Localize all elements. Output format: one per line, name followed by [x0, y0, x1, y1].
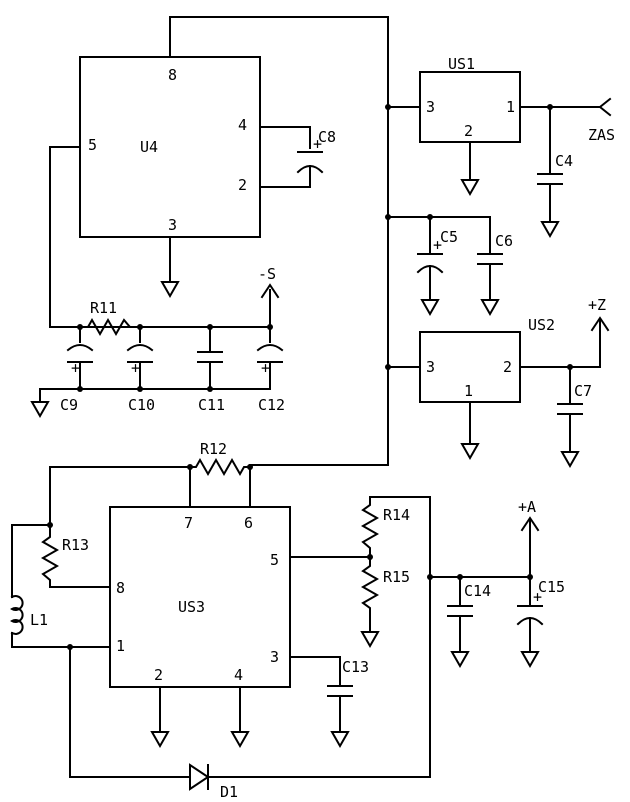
ic-us3-pin-3: 3 [270, 648, 279, 666]
polarity-plus: + [131, 359, 140, 377]
ground-symbol [520, 651, 540, 669]
ground-symbol [460, 179, 480, 197]
net-arrow [260, 283, 280, 299]
resistor-r13 [40, 524, 111, 588]
capacitor-c9 [66, 344, 94, 352]
ground-symbol [460, 443, 480, 461]
ic-us3-pin-1: 1 [116, 637, 125, 655]
capacitor-c13-label: C13 [342, 658, 369, 676]
ic-us3-body [109, 506, 291, 688]
resistor-r11-label: R11 [90, 299, 117, 317]
capacitor-c11-label: C11 [198, 396, 225, 414]
ic-u4-pin-5: 5 [88, 136, 97, 154]
ic-us2-pin-3: 3 [426, 358, 435, 376]
capacitor-c10 [126, 344, 154, 352]
capacitor-c10-label: C10 [128, 396, 155, 414]
ic-us1-pin-2: 2 [464, 122, 473, 140]
ic-us3-pin-4: 4 [234, 666, 243, 684]
diode-d1 [189, 763, 210, 791]
resistor-r15 [360, 556, 380, 633]
ground-symbol [30, 401, 50, 419]
capacitor-c12 [256, 344, 284, 352]
ic-us2-label: US2 [528, 316, 555, 334]
net-arrow [598, 97, 612, 117]
capacitor-c12-label: C12 [258, 396, 285, 414]
us3-wiring: R12 R13 L1 D1 R14 R15 [10, 440, 431, 801]
ic-u4: U4 8 5 4 2 3 [79, 56, 261, 238]
ic-us1-label: US1 [448, 55, 475, 73]
ic-us3-pin-2: 2 [154, 666, 163, 684]
ground-symbol [540, 221, 560, 239]
ic-us2-pin-1: 1 [464, 382, 473, 400]
ground-symbol [450, 651, 470, 669]
ic-us2-pin-2: 2 [503, 358, 512, 376]
capacitor-c14-label: C14 [464, 582, 491, 600]
net-label-zas: ZAS [588, 126, 615, 144]
net-label-neg-s: -S [258, 265, 276, 283]
capacitor-c8: + C8 [296, 128, 336, 174]
resistor-r12 [49, 457, 251, 526]
ic-u4-pin-3: 3 [168, 216, 177, 234]
diode-d1-label: D1 [220, 783, 238, 801]
ic-us3-pin-8: 8 [116, 579, 125, 597]
resistor-r11 [79, 317, 141, 337]
ic-us1: US1 3 1 2 ZAS C4 [385, 55, 615, 239]
net-label-pos-z: +Z [588, 296, 606, 314]
resistor-r14-label: R14 [383, 506, 410, 524]
ic-us3-pin-6: 6 [244, 514, 253, 532]
ic-us2: US2 3 2 1 +Z C7 [385, 296, 610, 469]
ground-symbol [360, 631, 380, 649]
ground-symbol [560, 451, 580, 469]
u4-wiring [49, 16, 389, 466]
inductor-l1-label: L1 [30, 611, 48, 629]
capacitor-c4-label: C4 [555, 152, 573, 170]
capacitor-c15-label: C15 [538, 578, 565, 596]
ground-symbol [480, 299, 500, 317]
ic-us1-pin-1: 1 [506, 98, 515, 116]
output-filter: +A C14 + C15 [427, 498, 565, 669]
bypass-c5-c6: + C5 C6 [385, 214, 513, 317]
filter-network: R11 -S + + + C9 [30, 265, 285, 419]
net-arrow [520, 516, 540, 532]
polarity-plus: + [533, 588, 542, 606]
polarity-plus: + [433, 236, 442, 254]
ic-u4-pin-8: 8 [168, 66, 177, 84]
ic-us3: US3 7 6 5 8 1 2 4 3 [109, 506, 291, 688]
ic-us3-label: US3 [178, 598, 205, 616]
polarity-plus: + [261, 359, 270, 377]
resistor-r13-label: R13 [62, 536, 89, 554]
capacitor-c6-label: C6 [495, 232, 513, 250]
ground-symbol [230, 731, 250, 749]
ic-u4-pin-4: 4 [238, 116, 247, 134]
capacitor-c8-label: C8 [318, 128, 336, 146]
capacitor-c5-label: C5 [440, 228, 458, 246]
resistor-r12-label: R12 [200, 440, 227, 458]
resistor-r15-label: R15 [383, 568, 410, 586]
ic-us3-pin-7: 7 [184, 514, 193, 532]
resistor-r14 [360, 496, 380, 558]
capacitor-c9-label: C9 [60, 396, 78, 414]
net-arrow [590, 316, 610, 332]
ground-symbol [420, 299, 440, 317]
net-label-pos-a: +A [518, 498, 536, 516]
ic-u4-body [79, 56, 261, 238]
capacitor-c7-label: C7 [574, 382, 592, 400]
ground-symbol [160, 281, 180, 299]
polarity-plus: + [313, 135, 322, 153]
ground-symbol [330, 731, 350, 749]
ground-symbol [150, 731, 170, 749]
ic-us3-pin-5: 5 [270, 551, 279, 569]
inductor-l1 [10, 595, 24, 635]
polarity-plus: + [71, 359, 80, 377]
ic-u4-label: U4 [140, 138, 158, 156]
ic-us1-pin-3: 3 [426, 98, 435, 116]
ic-u4-pin-2: 2 [238, 176, 247, 194]
